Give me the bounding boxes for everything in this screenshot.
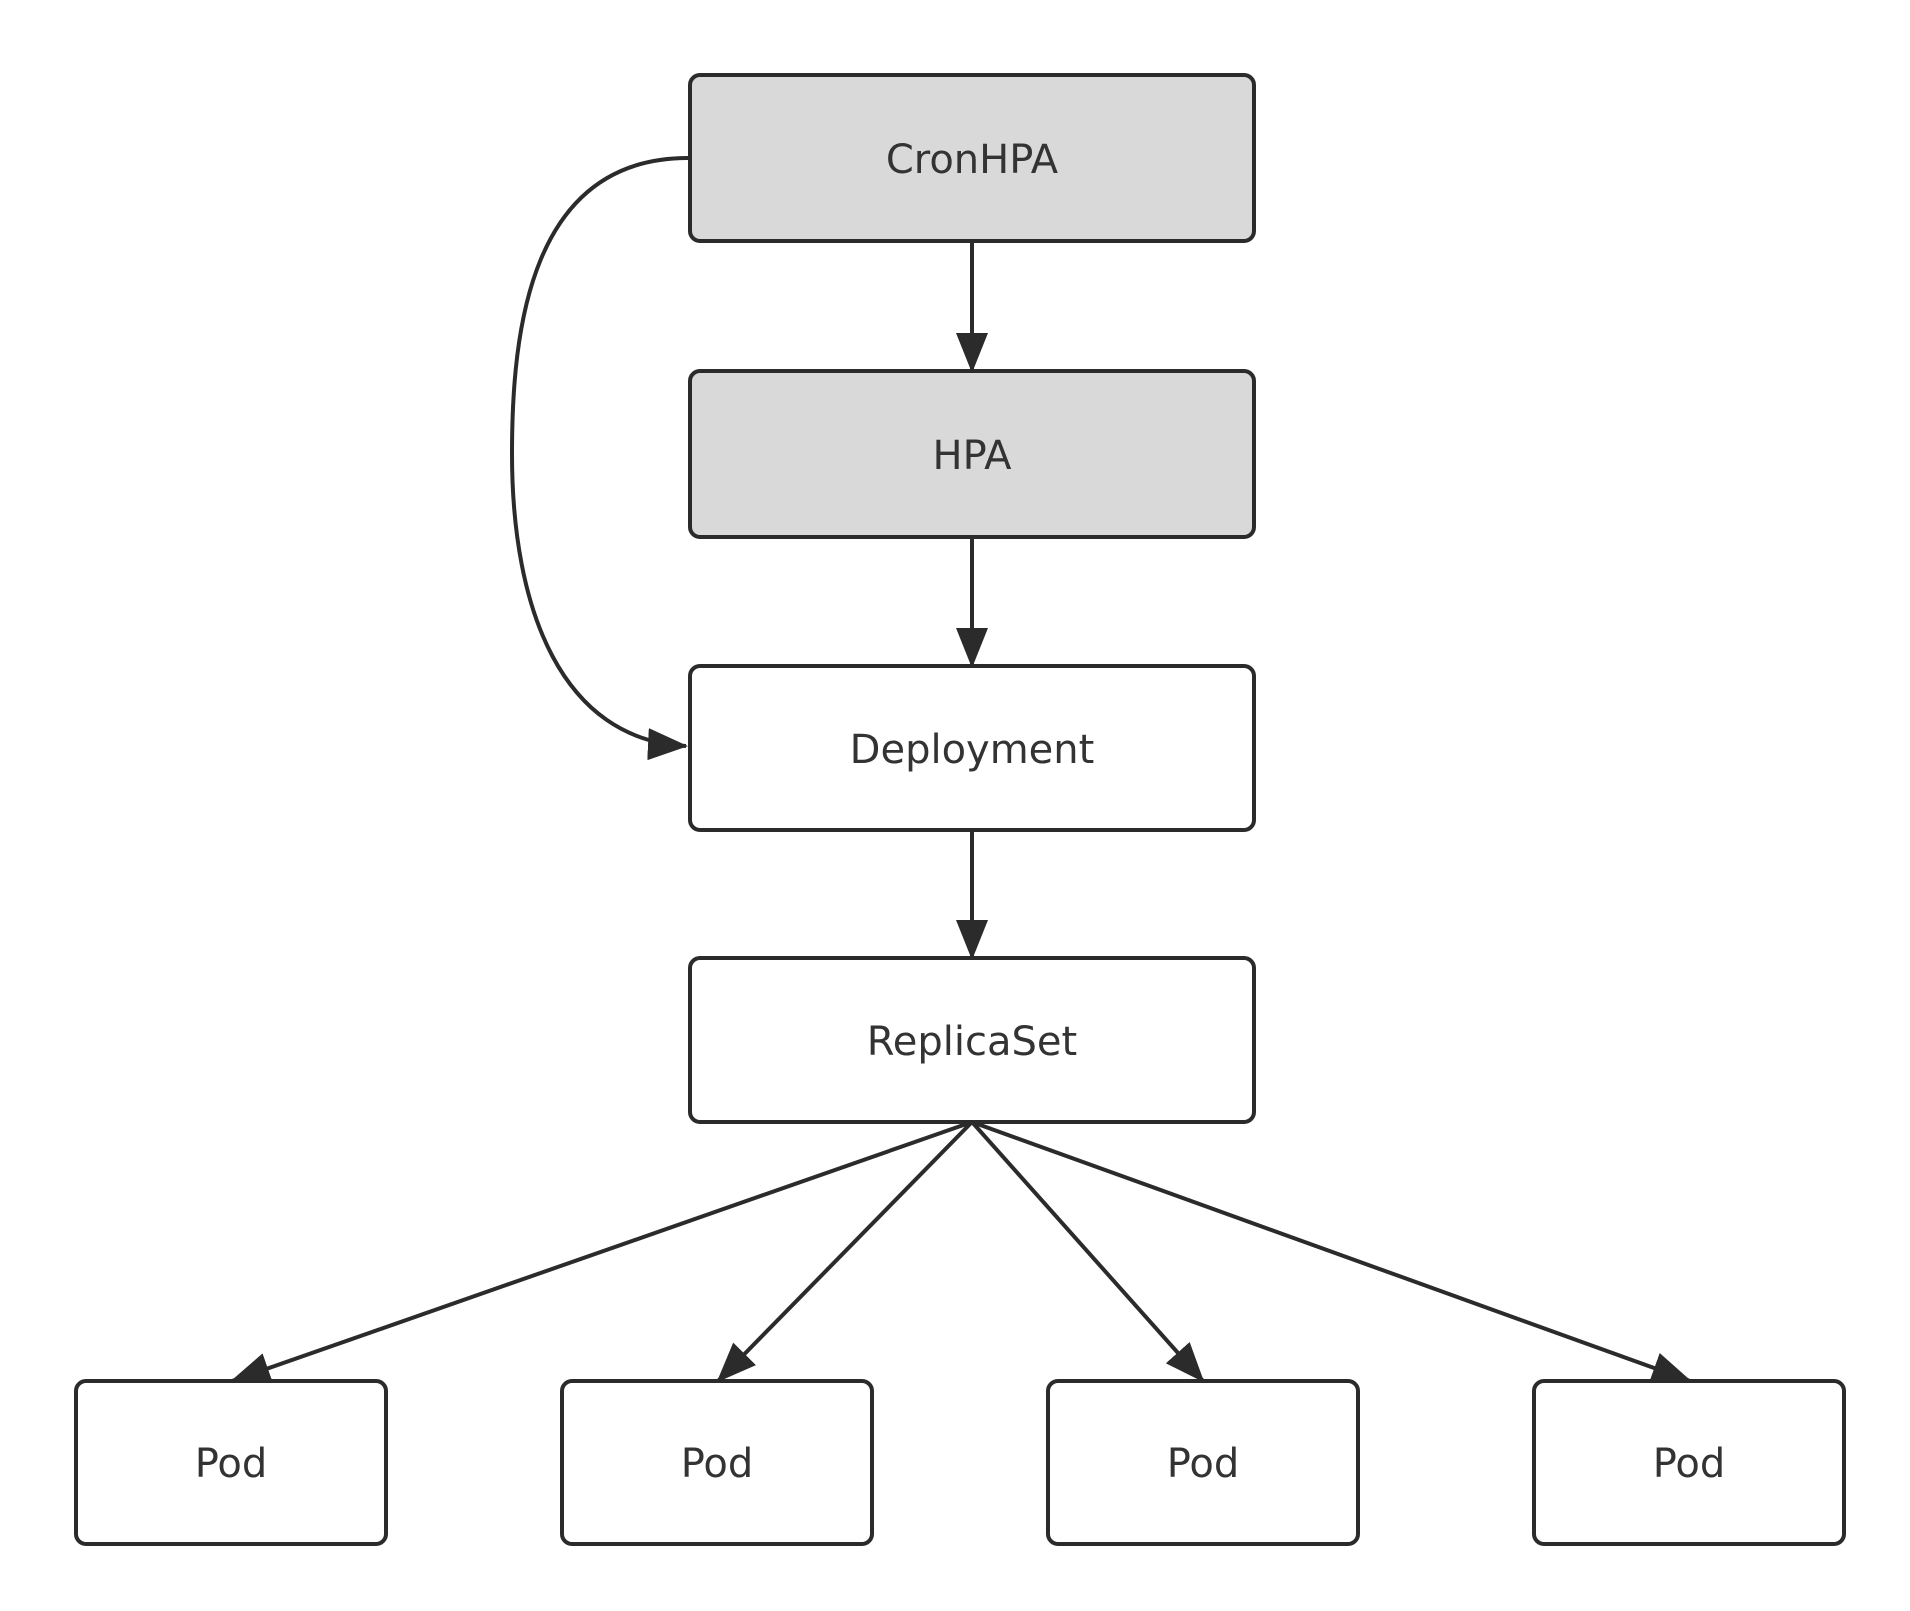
node-pod-4-label: Pod [1653, 1441, 1726, 1487]
edge-replicaset-to-pod-1 [230, 1120, 973, 1384]
node-replicaset-box [688, 956, 1256, 1124]
node-pod-1-label: Pod [195, 1441, 268, 1487]
node-pod-2[interactable]: Pod [560, 1379, 874, 1546]
node-pod-4[interactable]: Pod [1532, 1379, 1846, 1546]
edge-cronhpa-to-deployment [509, 156, 689, 761]
node-pod-1-box [74, 1379, 388, 1546]
edge-replicaset-to-pod-2 [716, 1120, 974, 1383]
node-replicaset-label: ReplicaSet [867, 1019, 1077, 1065]
node-pod-3-box [1046, 1379, 1360, 1546]
node-hpa[interactable]: HPA [688, 369, 1256, 539]
node-pod-3[interactable]: Pod [1046, 1379, 1360, 1546]
node-deployment-box [688, 664, 1256, 832]
node-pod-2-box [560, 1379, 874, 1546]
edge-replicaset-to-pod-4 [971, 1120, 1692, 1384]
edge-replicaset-to-pod-3 [970, 1120, 1205, 1383]
node-hpa-box [688, 369, 1256, 539]
node-replicaset[interactable]: ReplicaSet [688, 956, 1256, 1124]
node-deployment[interactable]: Deployment [688, 664, 1256, 832]
node-cronhpa-label: CronHPA [886, 137, 1059, 183]
nodes-layer: CronHPA HPA Deployment ReplicaSet Pod Po… [74, 73, 1846, 1546]
node-pod-1[interactable]: Pod [74, 1379, 388, 1546]
node-cronhpa[interactable]: CronHPA [688, 73, 1256, 243]
node-hpa-label: HPA [932, 433, 1012, 479]
node-cronhpa-box [688, 73, 1256, 243]
node-pod-4-box [1532, 1379, 1846, 1546]
edges-layer [230, 156, 1692, 1384]
node-deployment-label: Deployment [850, 727, 1095, 773]
node-pod-2-label: Pod [681, 1441, 754, 1487]
node-pod-3-label: Pod [1167, 1441, 1240, 1487]
